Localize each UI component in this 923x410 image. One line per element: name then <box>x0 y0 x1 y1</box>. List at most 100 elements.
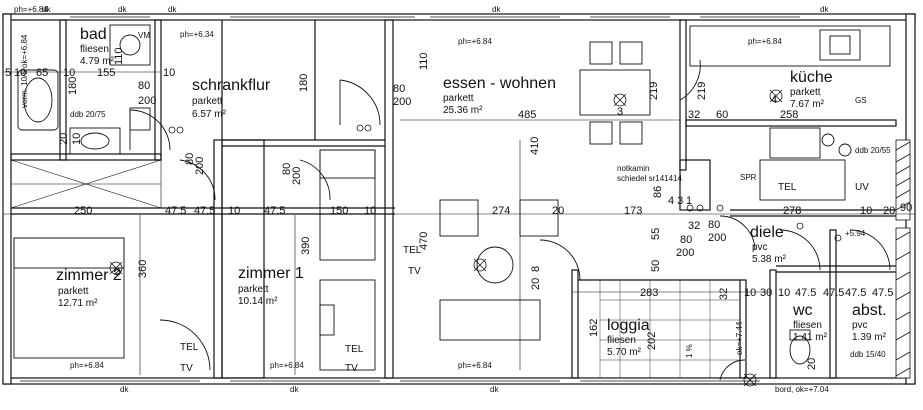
dim-475b: 47.5 <box>194 205 215 217</box>
room-bad-finish: fliesen <box>80 44 109 55</box>
room-diele-area: 5.38 m² <box>752 254 787 265</box>
dim-20c: 20 <box>530 278 542 290</box>
dim-200f: 200 <box>708 232 726 244</box>
dim-475g: 47.5 <box>872 287 893 299</box>
label-dk-4: dk <box>492 5 501 14</box>
label-ph-kueche: ph=+6.84 <box>748 37 782 46</box>
label-tel-kueche: TEL <box>778 182 797 193</box>
dim-10a: 10 <box>14 67 26 79</box>
dim-90: 90 <box>900 202 912 214</box>
dim-5: 5 <box>5 67 11 79</box>
label-ddb-bad: ddb 20/75 <box>70 110 106 119</box>
label-dk-5: dk <box>820 5 829 14</box>
dim-202: 202 <box>646 332 658 350</box>
room-kueche-finish: parkett <box>790 87 821 98</box>
furniture <box>13 24 891 371</box>
room-loggia-finish: fliesen <box>607 335 636 346</box>
label-vorm: vorm. 10/5 ok=+6.84 <box>20 34 29 108</box>
room-zimmer1-area: 10.14 m² <box>238 296 278 307</box>
dim-10d: 10 <box>71 133 83 145</box>
label-ph-essen: ph=+6.84 <box>458 37 492 46</box>
room-wc-area: 1.41 m² <box>793 332 828 343</box>
label-ddb-abst: ddb 15/40 <box>850 350 886 359</box>
room-zimmer1-finish: parkett <box>238 284 269 295</box>
label-ph-bad: ph=+6.84 <box>14 5 48 14</box>
dim-50: 50 <box>650 260 662 272</box>
dim-20b: 20 <box>883 205 895 217</box>
dim-80a: 80 <box>138 80 150 92</box>
dim-20a: 20 <box>58 133 70 145</box>
room-essen-area: 25.36 m² <box>443 105 483 116</box>
dimension-lines <box>3 71 915 375</box>
room-wc-finish: fliesen <box>793 320 822 331</box>
dim-1: 1 <box>686 195 692 207</box>
dim-30: 30 <box>760 287 772 299</box>
label-spr: SPR <box>740 173 757 182</box>
label-tv-z2: TV <box>180 363 193 374</box>
dim-2010: 20 <box>552 205 564 217</box>
dim-475d: 47.5 <box>795 287 816 299</box>
label-bord: bord, ok=+7.04 <box>775 385 829 394</box>
dim-475a: 47.5 <box>165 205 186 217</box>
dim-173: 173 <box>624 205 642 217</box>
room-zimmer2-area: 12.71 m² <box>58 298 98 309</box>
label-loggia-pct: 1 % <box>685 344 694 358</box>
dim-32c: 32 <box>718 288 730 300</box>
hatch-area <box>10 159 162 209</box>
dim-10g: 10 <box>860 205 872 217</box>
dim-65: 65 <box>36 67 48 79</box>
dim-10b: 10 <box>63 67 75 79</box>
dim-55: 55 <box>650 228 662 240</box>
room-schrankflur-name: schrankflur <box>192 77 271 94</box>
interior-walls <box>10 19 897 379</box>
room-abst-area: 1.39 m² <box>852 332 887 343</box>
dim-219b: 219 <box>696 82 708 100</box>
dim-200d: 200 <box>291 167 303 185</box>
room-wc-name: wc <box>792 302 813 319</box>
label-ph-z1: ph=+6.84 <box>270 361 304 370</box>
dim-80e: 80 <box>680 234 692 246</box>
dim-80d: 80 <box>281 163 293 175</box>
dim-180b: 180 <box>298 74 310 92</box>
room-kueche-area: 7.67 m² <box>790 99 825 110</box>
label-schiedel: schiedel sr141414 <box>617 174 682 183</box>
dim-410: 410 <box>529 137 541 155</box>
room-loggia-name: loggia <box>607 317 650 334</box>
dim-475f: 47.5 <box>845 287 866 299</box>
dim-86: 86 <box>652 186 664 198</box>
label-vm: VM <box>138 31 150 40</box>
label-ddb-kueche: ddb 20/55 <box>855 146 891 155</box>
room-schrankflur-finish: parkett <box>192 96 223 107</box>
dim-200b: 200 <box>393 96 411 108</box>
dim-32a: 32 <box>688 109 700 121</box>
dim-274: 274 <box>492 205 510 217</box>
dim-10e: 10 <box>228 205 240 217</box>
room-diele-name: diele <box>750 224 784 241</box>
label-tel-z2: TEL <box>180 342 199 353</box>
label-tel-z1: TEL <box>345 344 364 355</box>
dim-470: 470 <box>418 232 430 250</box>
label-ph-schrank: ph=+6.34 <box>180 30 214 39</box>
label-tel-we: TEL <box>403 245 422 256</box>
dim-475c: 47.5 <box>264 205 285 217</box>
label-dk-7: dk <box>290 385 299 394</box>
label-tv-we: TV <box>408 266 421 277</box>
dim-20d: 20 <box>806 358 818 370</box>
dim-150: 150 <box>330 205 348 217</box>
label-ph-z2: ph=+6.84 <box>70 361 104 370</box>
label-tv-z1: TV <box>345 363 358 374</box>
dim-219a: 219 <box>648 82 660 100</box>
label-uv: UV <box>855 182 869 193</box>
dim-200e: 200 <box>676 247 694 259</box>
dim-80c: 80 <box>184 153 196 165</box>
dim-200a: 200 <box>138 95 156 107</box>
room-zimmer2-name: zimmer 2 <box>56 267 122 284</box>
dim-10f: 10 <box>364 205 376 217</box>
dim-4: 4 <box>771 94 777 106</box>
room-schrankflur-area: 6.57 m² <box>192 109 227 120</box>
room-zimmer2-finish: parkett <box>58 286 89 297</box>
dim-278: 278 <box>783 205 801 217</box>
room-essen-finish: parkett <box>443 93 474 104</box>
